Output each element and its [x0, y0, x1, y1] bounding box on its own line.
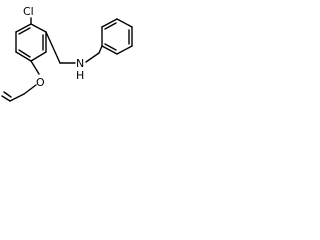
- ring-bond: [30, 23, 47, 33]
- benzyl-methylene-bond: [98, 45, 103, 54]
- nitrogen-label: N: [76, 57, 84, 70]
- phenyl-ring: [101, 18, 133, 55]
- methylene-bond: [45, 31, 61, 64]
- allyl-double-bond-1: [1, 95, 11, 102]
- structure-diagram: Cl N H O: [0, 0, 146, 110]
- ring-double-bond: [18, 49, 31, 58]
- ring-bond: [30, 51, 47, 62]
- oxygen-label: O: [36, 76, 45, 89]
- allyl-bond-1: [23, 84, 37, 95]
- ring-double-bond: [104, 43, 117, 51]
- ring-bond: [15, 23, 32, 33]
- amine-bond-right: [85, 52, 100, 63]
- chlorine-label: Cl: [23, 5, 34, 18]
- chlorophenyl-ring: [15, 23, 47, 62]
- ring-double-bond: [104, 22, 117, 30]
- ring-bond: [116, 45, 133, 55]
- ring-bond: [101, 45, 118, 55]
- allyl-double-bond-2: [3, 91, 12, 98]
- amine-hydrogen-label: H: [76, 69, 84, 82]
- ether-bond: [30, 60, 40, 75]
- ring-bond: [15, 51, 32, 62]
- ring-bond: [101, 18, 118, 28]
- ring-bond: [116, 18, 133, 28]
- molecule-structure: Cl N H O: [1, 5, 133, 102]
- allyl-bond-2: [9, 93, 25, 102]
- ring-double-bond: [18, 27, 31, 35]
